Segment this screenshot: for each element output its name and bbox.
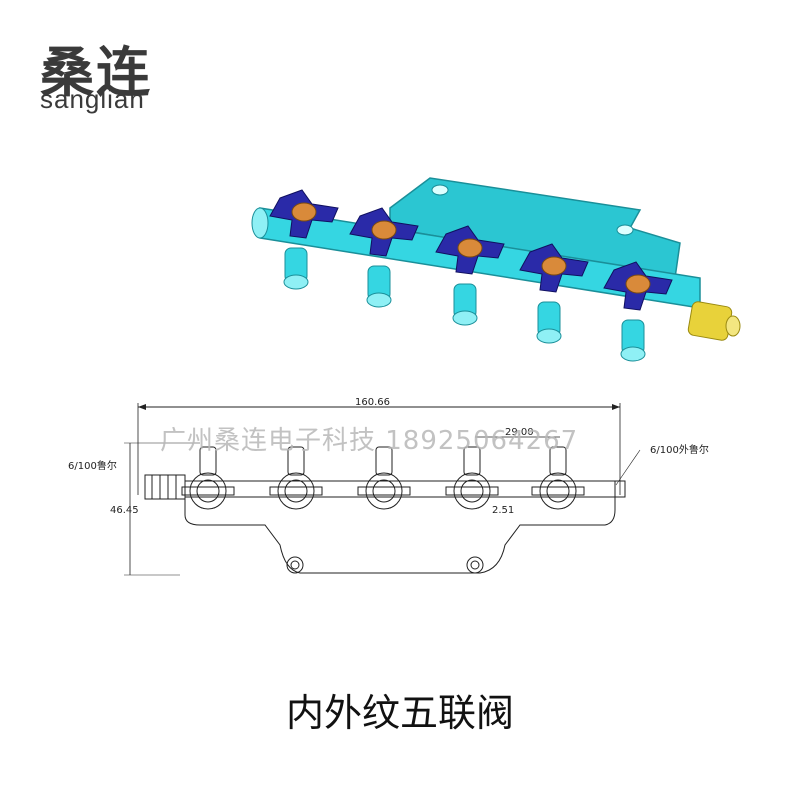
manifold-3d-render bbox=[251, 177, 741, 362]
valve-unit bbox=[435, 225, 505, 326]
brand-logo-english: sanglian bbox=[40, 84, 145, 114]
valve-outline bbox=[357, 446, 411, 510]
product-caption: 内外纹五联阀 bbox=[285, 691, 514, 735]
valve-outline bbox=[181, 446, 235, 510]
left-port-label: 6/100鲁尔 bbox=[68, 459, 117, 472]
dimension-overall-length: 160.66 bbox=[355, 397, 390, 408]
valve-unit bbox=[603, 261, 673, 362]
valve-outline bbox=[531, 446, 585, 510]
valve-outline bbox=[269, 446, 323, 510]
valve-unit bbox=[349, 207, 419, 308]
valve-unit bbox=[519, 243, 589, 344]
right-port-label: 6/100外鲁尔 bbox=[650, 443, 709, 456]
watermark-text: 广州桑连电子科技 18925064267 bbox=[160, 426, 579, 456]
valve-outline bbox=[445, 446, 499, 510]
dimension-offset: 2.51 bbox=[492, 505, 514, 516]
brand-logo-chinese: 桑连 bbox=[40, 41, 152, 104]
dimension-pitch: 29.00 bbox=[505, 427, 534, 438]
technical-drawing: 160.66 29.00 46.45 2.51 6/100鲁尔 6/100外鲁尔 bbox=[68, 397, 709, 576]
dimension-height: 46.45 bbox=[110, 505, 139, 516]
valve-unit bbox=[269, 189, 339, 290]
